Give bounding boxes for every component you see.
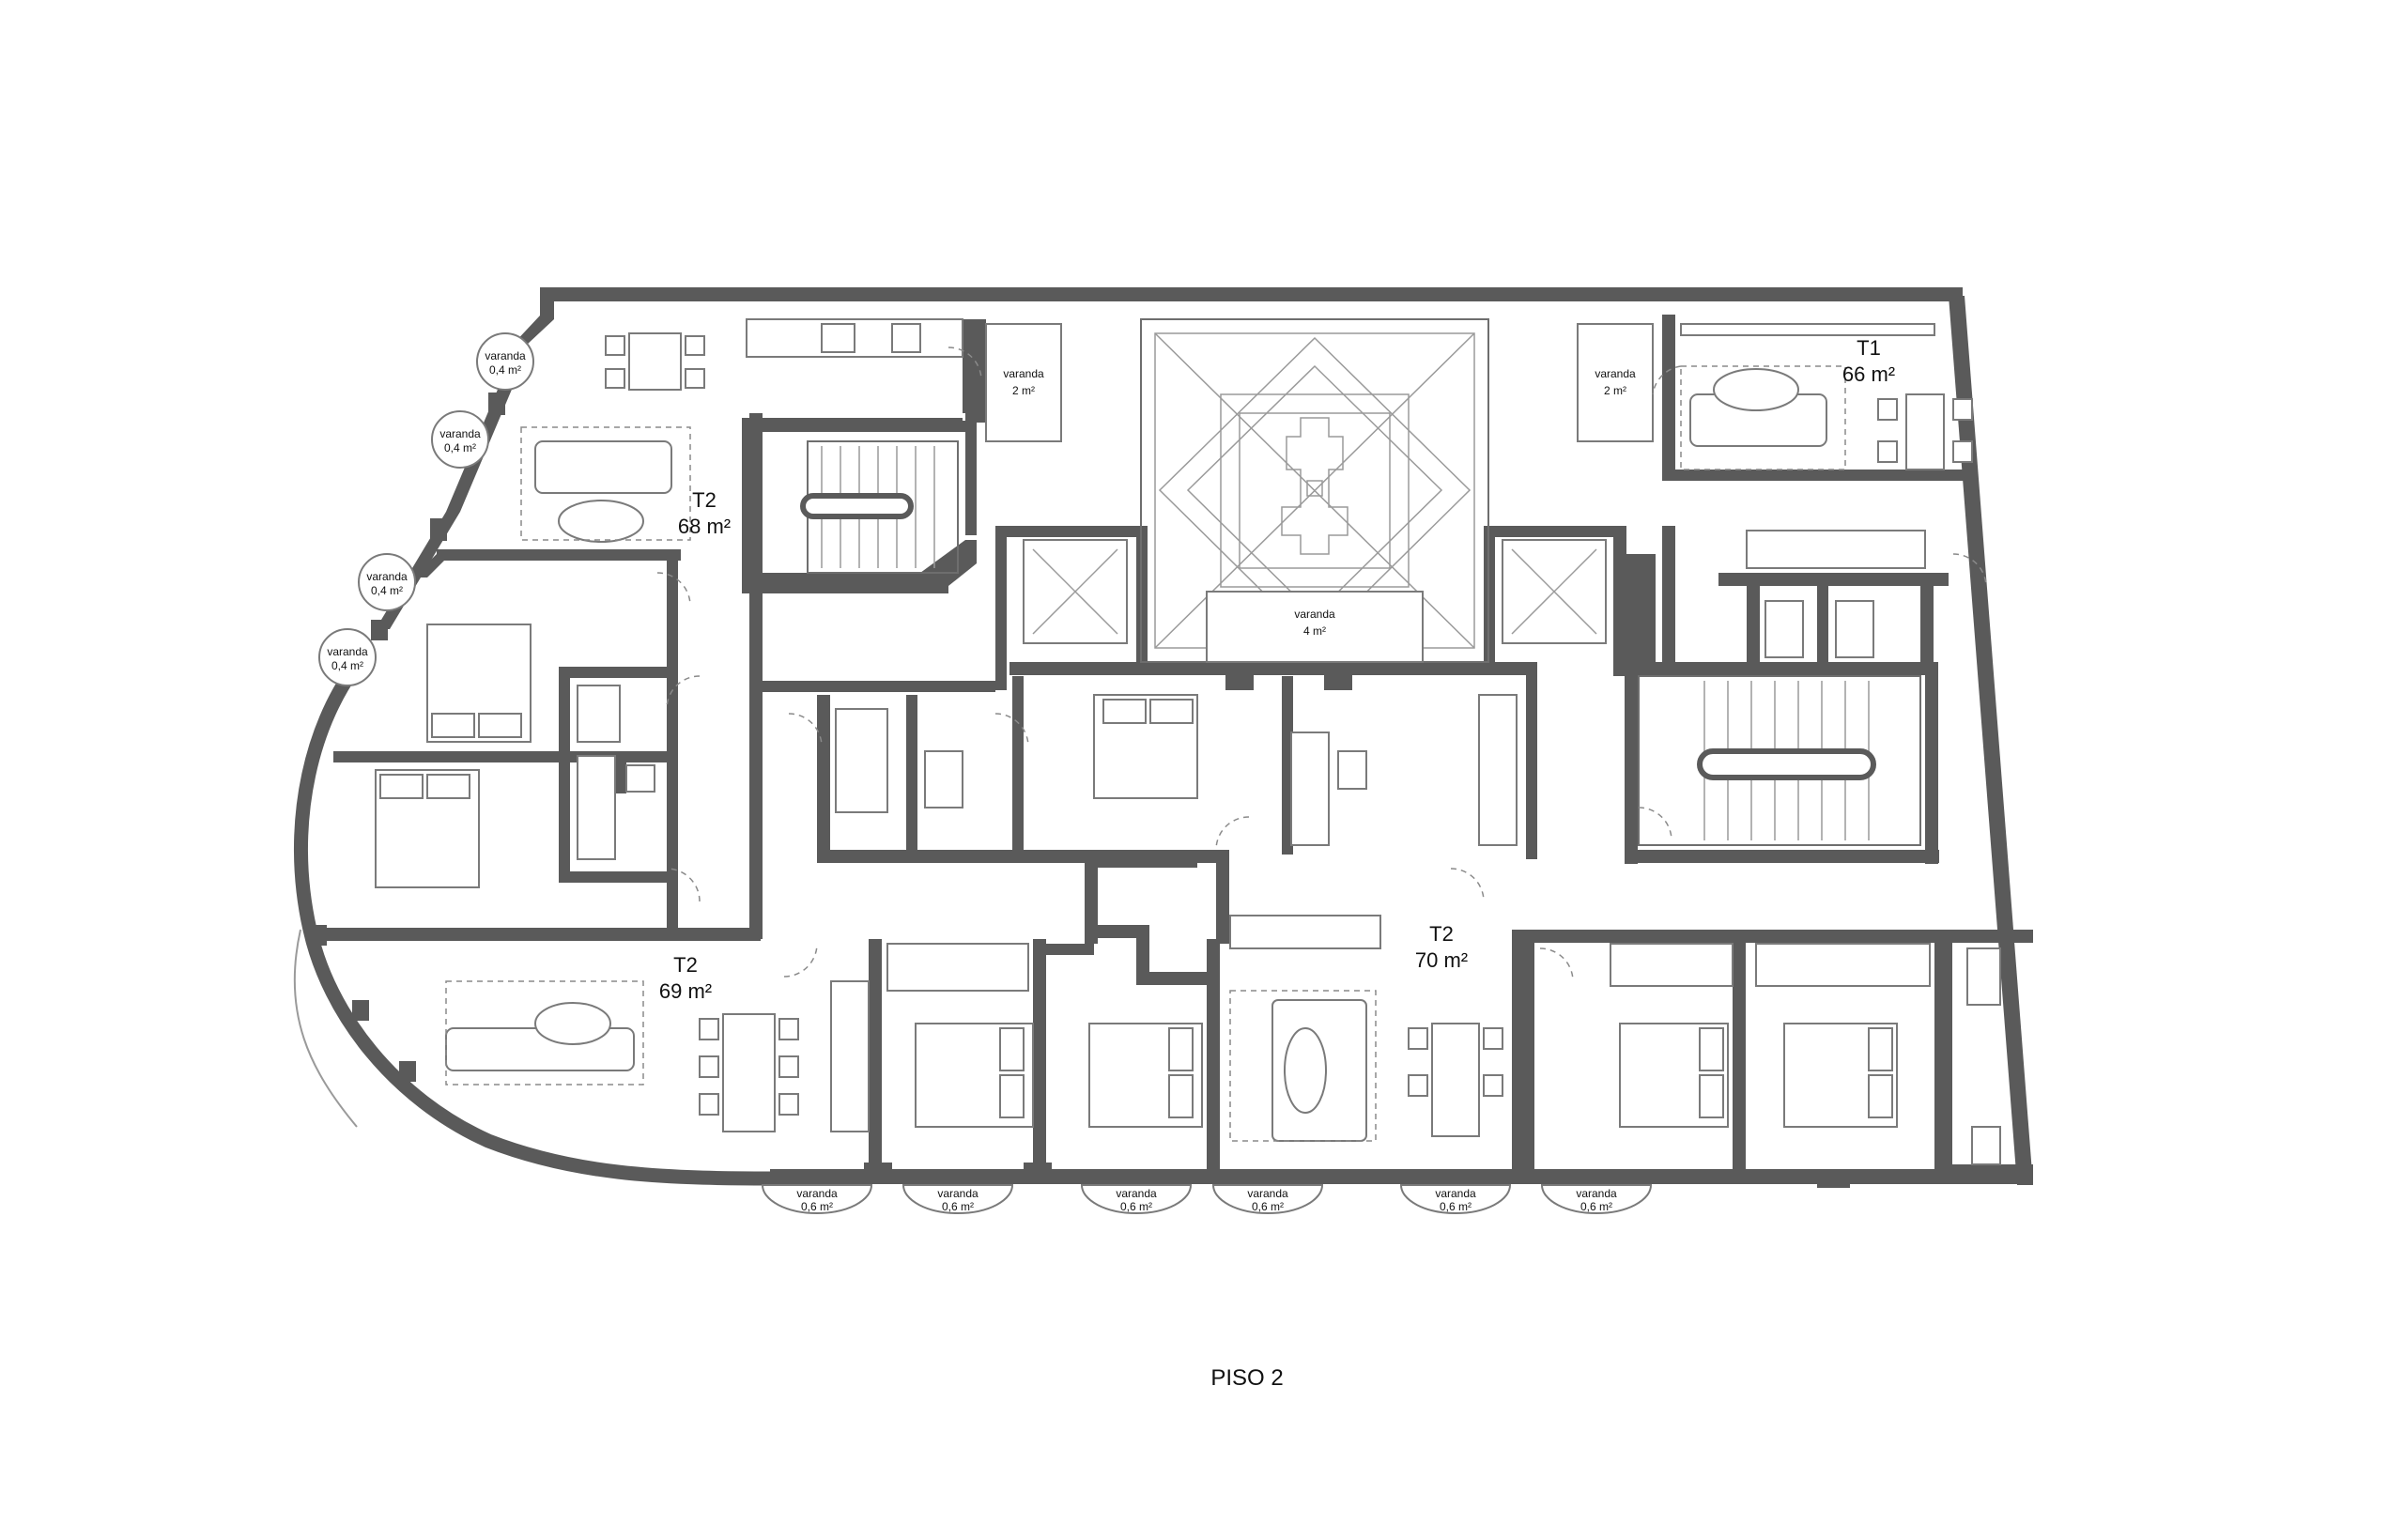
- atrium-balcony-area: 4 m²: [1303, 624, 1326, 638]
- atrium-balcony: [1206, 591, 1424, 663]
- unit-2-type: T1: [1857, 336, 1881, 360]
- bottom-balcony-1-label: varanda: [796, 1187, 838, 1200]
- interior-walls: [310, 315, 2033, 1188]
- stairs-right: [1638, 675, 1921, 846]
- bottom-balcony-5-area: 0,6 m²: [1440, 1200, 1472, 1213]
- atrium-skylight: varanda 4 m²: [1140, 318, 1489, 663]
- unit-1-type: T2: [692, 488, 717, 512]
- bottom-balcony-2-area: 0,6 m²: [942, 1200, 974, 1213]
- bottom-balcony-4-label: varanda: [1247, 1187, 1288, 1200]
- bottom-balcony-1-area: 0,6 m²: [801, 1200, 833, 1213]
- curved-balcony-1-label: varanda: [485, 349, 526, 362]
- floor-title: PISO 2: [1210, 1365, 1283, 1391]
- top-balconies: varanda 2 m² varanda 2 m²: [985, 323, 1654, 442]
- unit-4-type: T2: [1429, 922, 1454, 946]
- curved-balcony-3-label: varanda: [366, 570, 408, 583]
- top-left-balcony-label: varanda: [1003, 367, 1044, 380]
- unit-2-area: 66 m²: [1842, 362, 1895, 386]
- curved-balconies: varanda 0,4 m² varanda 0,4 m² varanda 0,…: [318, 332, 534, 686]
- furniture: [375, 318, 2001, 1165]
- bottom-balcony-6-area: 0,6 m²: [1580, 1200, 1612, 1213]
- bottom-balcony-3-area: 0,6 m²: [1120, 1200, 1152, 1213]
- curved-balcony-2-label: varanda: [439, 427, 481, 440]
- unit-3-type: T2: [673, 953, 698, 977]
- top-left-balcony-area: 2 m²: [1012, 384, 1035, 397]
- curved-balcony-1-area: 0,4 m²: [489, 363, 521, 377]
- curved-balcony-4-label: varanda: [327, 645, 368, 658]
- bottom-balcony-4-area: 0,6 m²: [1252, 1200, 1284, 1213]
- atrium-balcony-label: varanda: [1294, 608, 1335, 621]
- top-right-balcony-label: varanda: [1595, 367, 1636, 380]
- elevator-right: [1502, 539, 1607, 644]
- bottom-balcony-2-label: varanda: [937, 1187, 979, 1200]
- unit-3-area: 69 m²: [659, 979, 712, 1003]
- bottom-balcony-3-label: varanda: [1116, 1187, 1157, 1200]
- door-swings: [656, 346, 1987, 982]
- top-right-balcony-area: 2 m²: [1604, 384, 1626, 397]
- bottom-balconies: varanda 0,6 m² varanda 0,6 m² varanda 0,…: [761, 1184, 1653, 1214]
- bottom-balcony-5-label: varanda: [1435, 1187, 1476, 1200]
- top-left-balcony: [985, 323, 1062, 442]
- curved-balcony-2-area: 0,4 m²: [444, 441, 476, 454]
- unit-1-area: 68 m²: [678, 515, 731, 538]
- bottom-balcony-6-label: varanda: [1576, 1187, 1617, 1200]
- stairs-left: [800, 440, 959, 574]
- curved-balcony-4-area: 0,4 m²: [331, 659, 363, 672]
- curved-balcony-3-area: 0,4 m²: [371, 584, 403, 597]
- elevator-left: [1023, 539, 1128, 644]
- unit-4-area: 70 m²: [1415, 948, 1468, 972]
- top-right-balcony: [1577, 323, 1654, 442]
